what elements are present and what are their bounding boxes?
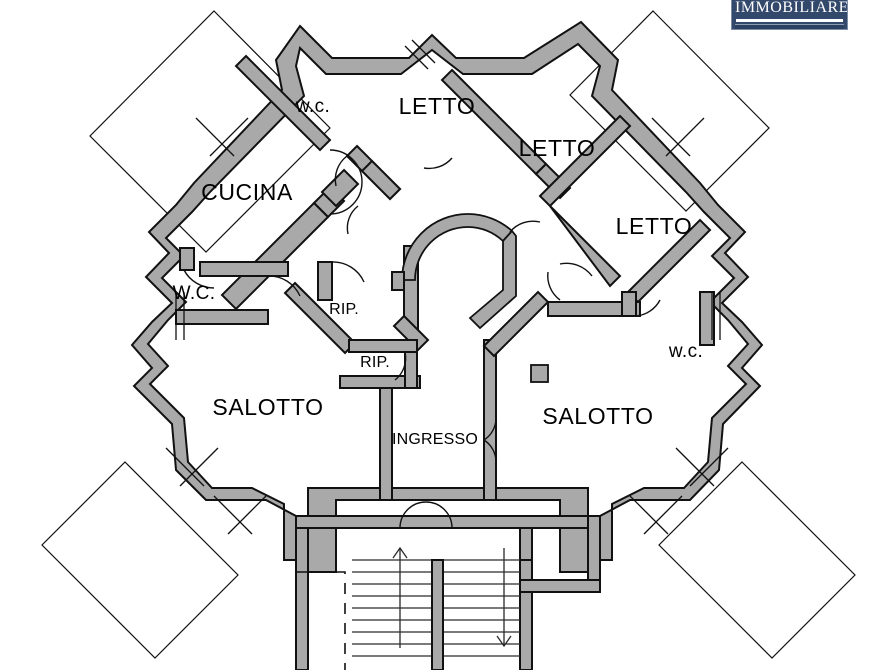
door-letto-right-2 xyxy=(559,262,593,277)
wall-salotto-left-diag xyxy=(175,309,269,325)
wall-letto-letto-2 xyxy=(538,114,632,208)
room-label-letto-top: LETTO xyxy=(399,93,476,119)
room-labels: CUCINA w.c. LETTO LETTO LETTO W.C. w.c. … xyxy=(173,93,703,448)
room-label-wc-left: W.C. xyxy=(173,283,216,304)
window-marks xyxy=(165,39,729,535)
wall-wc-left-diag xyxy=(199,261,289,277)
door-salotto-left xyxy=(267,275,301,297)
wall-salotto-right-v xyxy=(621,291,637,317)
stair-arrow-up xyxy=(392,546,408,648)
door-rip-lower xyxy=(394,351,407,381)
stairwell-wall-top xyxy=(295,515,601,529)
room-label-salotto-left: SALOTTO xyxy=(212,394,323,420)
stair-treads-right xyxy=(352,559,444,670)
door-wc-top-2 xyxy=(346,205,359,235)
stair-treads-left xyxy=(443,559,520,657)
stair-arrow-down xyxy=(496,548,512,648)
room-label-rip-upper: RIP. xyxy=(329,301,359,318)
interior-walls xyxy=(175,54,715,501)
door-ingresso-2 xyxy=(483,417,497,441)
agency-logo: SPINELLI IMMOBILIARE xyxy=(731,0,848,30)
room-label-wc-top: w.c. xyxy=(295,96,330,117)
stairwell-door-right xyxy=(425,501,453,529)
lower-level-outline xyxy=(296,571,346,670)
door-salotto-right xyxy=(547,271,561,301)
agency-logo-rule xyxy=(736,19,843,22)
balcony-group xyxy=(41,10,856,659)
wall-wc-left xyxy=(179,247,195,271)
stair-spine xyxy=(431,559,444,670)
room-label-salotto-right: SALOTTO xyxy=(542,403,653,429)
agency-logo-footer xyxy=(735,24,844,29)
room-label-wc-right: w.c. xyxy=(668,341,703,362)
door-cucina xyxy=(329,149,363,215)
wall-rip-lower-2 xyxy=(339,375,421,389)
wall-rip-upper-box xyxy=(317,261,333,301)
door-wc-top xyxy=(334,155,348,187)
stairwell-wall-lift-left xyxy=(519,527,533,561)
stairwell-wall-left xyxy=(295,515,309,670)
door-rip-upper xyxy=(331,261,365,283)
door-letto-top xyxy=(423,157,453,170)
wall-salotto-rip xyxy=(283,281,357,355)
balcony-bottom-right xyxy=(658,461,856,659)
wall-rip-lower-1 xyxy=(348,339,418,353)
wall-hall-stub-left xyxy=(391,271,405,291)
door-wc-left xyxy=(183,269,215,289)
wall-wc-top-stub xyxy=(320,168,360,208)
stairwell-door-left xyxy=(399,501,427,529)
door-wc-right xyxy=(635,299,661,317)
agency-logo-subtitle: IMMOBILIARE xyxy=(735,0,848,16)
curved-hall-wall-lower xyxy=(468,229,517,330)
wall-wc-top-box2 xyxy=(360,159,402,201)
wall-wc-right-2 xyxy=(699,291,715,346)
room-label-letto-right-2: LETTO xyxy=(616,213,693,239)
door-letto-right-1 xyxy=(509,220,541,233)
stairwell-wall-lift-bottom xyxy=(519,579,601,593)
stairwell-group xyxy=(295,501,601,670)
wall-rip-lower-3 xyxy=(404,351,418,389)
door-ingresso-1 xyxy=(483,439,497,463)
room-label-cucina: CUCINA xyxy=(201,179,293,205)
balcony-top-right xyxy=(569,10,770,212)
wall-ingresso-left xyxy=(379,387,393,501)
room-label-rip-lower: RIP. xyxy=(360,354,390,371)
wall-ingresso-right xyxy=(483,339,497,501)
wall-letto-letto-2b xyxy=(549,205,622,288)
balcony-bottom-left xyxy=(41,461,239,659)
pillar xyxy=(530,364,549,383)
wall-cucina-wc xyxy=(234,54,332,152)
room-label-letto-right-1: LETTO xyxy=(519,135,596,161)
door-swing-group xyxy=(183,149,661,463)
room-label-ingresso: INGRESSO xyxy=(392,431,478,448)
